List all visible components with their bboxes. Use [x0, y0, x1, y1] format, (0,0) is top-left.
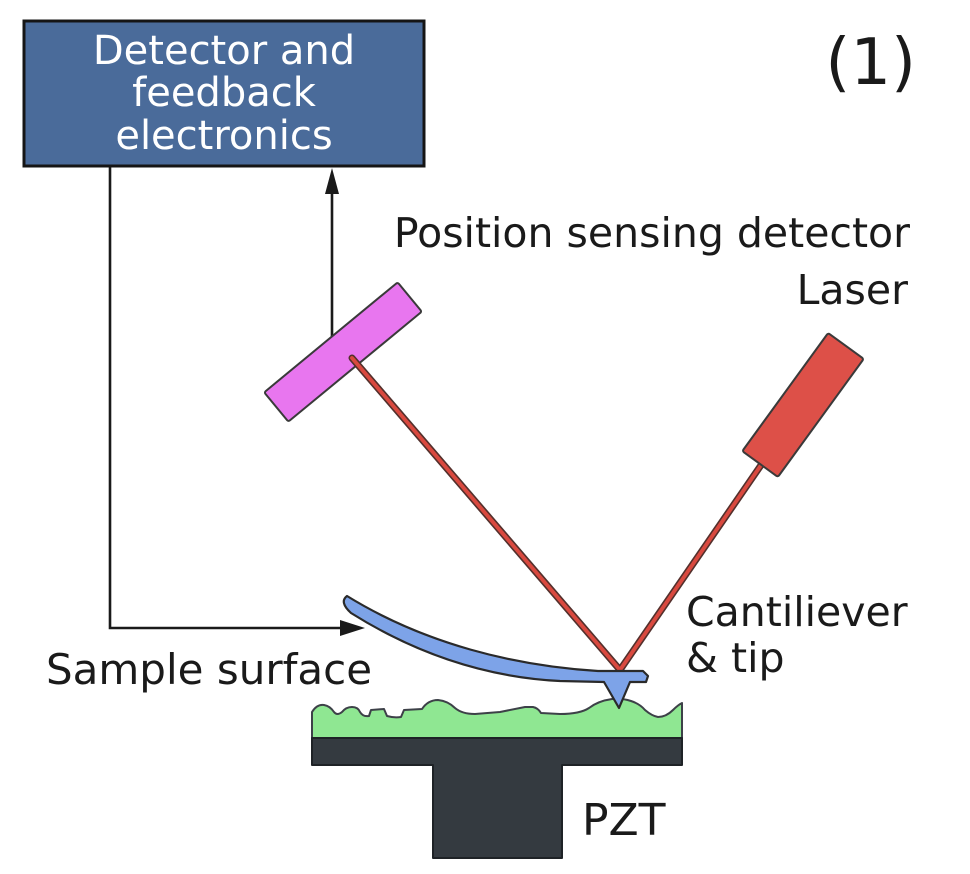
detector-box-line2: feedback	[132, 70, 316, 117]
figure-number-label: (1)	[825, 26, 916, 100]
laser-beam-reflected	[350, 356, 622, 672]
feedback-arrowhead	[340, 620, 365, 636]
sample-surface-label: Sample surface	[46, 645, 373, 694]
detector-arrowhead	[325, 168, 339, 194]
pzt-stage-shape	[311, 737, 683, 859]
detector-box-line3: electronics	[115, 112, 333, 159]
laser-beam	[348, 354, 772, 674]
position-sensing-detector-label: Position sensing detector	[393, 209, 910, 257]
cantilever-label-line2: & tip	[686, 633, 785, 682]
position-sensing-detector-shape	[263, 282, 423, 422]
laser-beam-incident	[618, 453, 770, 672]
detector-box-shape	[22, 19, 426, 168]
cantilever-label-line1: Cantiliever	[686, 588, 908, 636]
detector-box-label: Detector and feedback electronics	[23, 20, 425, 167]
sample-surface-shape	[311, 697, 683, 739]
pzt-label: PZT	[582, 795, 666, 846]
cantilever-tip-shape	[342, 594, 650, 710]
feedback-arrow	[108, 167, 365, 636]
detector-box-line1: Detector and	[92, 27, 356, 74]
cantilever-tip-label: Cantiliever & tip	[686, 588, 908, 682]
laser-label: Laser	[796, 266, 908, 314]
laser-body-shape	[742, 332, 864, 478]
